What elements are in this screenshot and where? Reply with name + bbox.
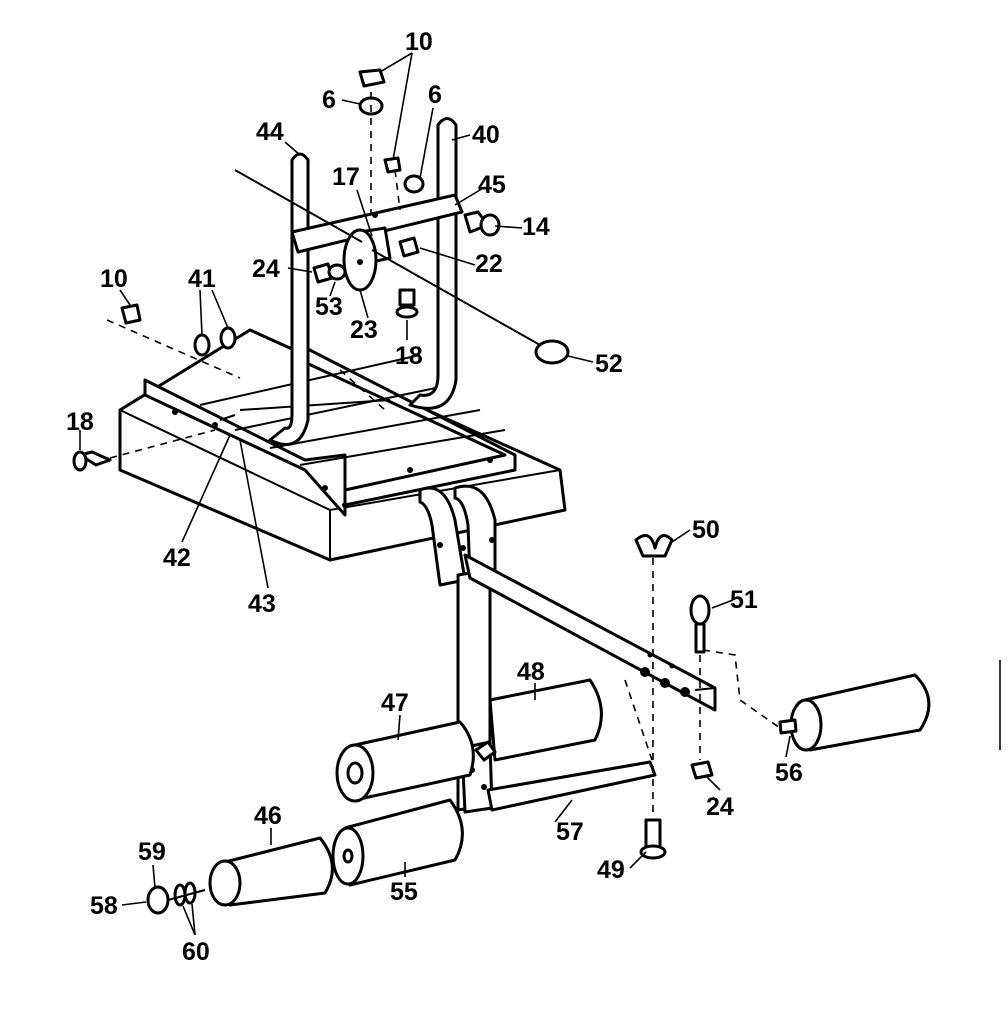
callout-6-left: 6	[322, 86, 336, 114]
callout-labels: 10 6 6 44 40 17 45 14 24 22 53 23 18 52 …	[66, 28, 803, 966]
cable	[234, 169, 570, 365]
callout-46: 46	[254, 802, 282, 830]
callout-10-left: 10	[100, 265, 128, 293]
callout-52: 52	[595, 350, 623, 378]
callout-42: 42	[163, 544, 191, 572]
callout-57: 57	[556, 818, 584, 846]
leg-extension-bar	[463, 553, 717, 712]
callout-50: 50	[692, 516, 720, 544]
callout-47: 47	[381, 689, 409, 717]
callout-56: 56	[775, 759, 803, 787]
upper-crossbar	[290, 193, 464, 254]
assembly-lines	[106, 92, 781, 818]
callout-55: 55	[390, 878, 418, 906]
callout-48: 48	[517, 658, 545, 686]
hardware	[72, 68, 714, 915]
callout-59: 59	[138, 838, 166, 866]
seat-frame	[143, 343, 517, 517]
callout-10-top: 10	[405, 28, 433, 56]
callout-44: 44	[256, 118, 284, 146]
leader-lines	[79, 52, 791, 936]
callout-58: 58	[90, 892, 118, 920]
callout-53: 53	[315, 293, 343, 321]
callout-51: 51	[730, 586, 758, 614]
callout-23: 23	[350, 316, 378, 344]
callout-43: 43	[248, 590, 276, 618]
callout-24-bottom: 24	[706, 793, 734, 821]
pulley-assembly	[342, 226, 392, 292]
callout-45: 45	[478, 171, 506, 199]
callout-18-left: 18	[66, 408, 94, 436]
callout-24-top: 24	[252, 255, 280, 283]
roller-pad-48	[488, 678, 603, 762]
callout-14: 14	[522, 213, 550, 241]
right-upright-handle	[408, 117, 458, 410]
roller-pad-47	[335, 720, 475, 803]
callout-60: 60	[182, 938, 210, 966]
roller-pad-56	[778, 673, 931, 752]
left-upright-handle	[268, 152, 310, 446]
seat-pad	[118, 328, 567, 562]
callout-49: 49	[597, 856, 625, 884]
callout-22: 22	[475, 250, 503, 278]
roller-pad-55	[331, 798, 464, 887]
callout-41: 41	[188, 265, 216, 293]
roller-pad-46	[208, 836, 334, 907]
callout-17: 17	[332, 163, 360, 191]
callout-18-top: 18	[395, 342, 423, 370]
callout-40: 40	[472, 121, 500, 149]
callout-6-right: 6	[428, 81, 442, 109]
